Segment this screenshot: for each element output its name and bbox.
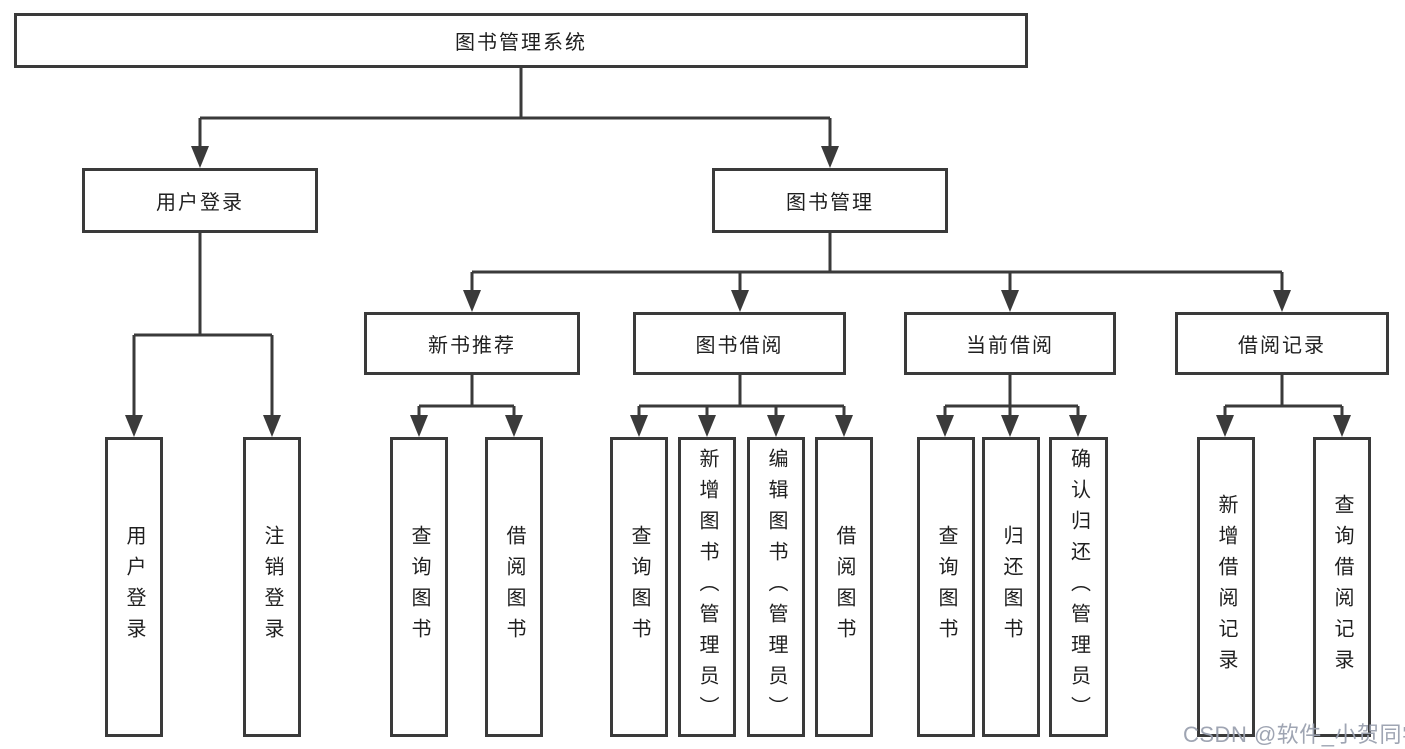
connector-newbookrec-children: [417, 375, 516, 419]
node-leaf-confirm-return-admin: 确认归还（管理员）: [1049, 437, 1108, 737]
node-label: 新书推荐: [428, 335, 516, 357]
node-leaf-query-books-bb: 查询图书: [610, 437, 668, 737]
node-label: 查询图书: [408, 525, 430, 649]
node-current-borrowing: 当前借阅: [904, 312, 1116, 375]
arrowhead-icon: [731, 290, 749, 312]
node-label: 图书管理系统: [455, 32, 587, 54]
node-label: 当前借阅: [966, 335, 1054, 357]
node-leaf-add-borrow-record: 新增借阅记录: [1197, 437, 1255, 737]
node-book-borrowing: 图书借阅: [633, 312, 846, 375]
node-leaf-return-books: 归还图书: [982, 437, 1040, 737]
node-label: 查询图书: [628, 525, 650, 649]
csdn-watermark: CSDN @软件_小贺同学: [1183, 722, 1405, 747]
node-leaf-query-books-rec: 查询图书: [390, 437, 448, 737]
arrowhead-icon: [1273, 290, 1291, 312]
node-library-management-system: 图书管理系统: [14, 13, 1028, 68]
arrowhead-icon: [821, 146, 839, 168]
node-label: 借阅记录: [1238, 335, 1326, 357]
node-label: 图书借阅: [695, 335, 784, 357]
node-label: 图书管理: [786, 192, 874, 214]
node-leaf-logout: 注销登录: [243, 437, 301, 737]
connector-root-to-level2: [198, 68, 832, 150]
arrowhead-icon: [410, 415, 428, 437]
connector-userlogin-children: [132, 233, 274, 419]
arrowhead-icon: [698, 415, 716, 437]
arrowhead-icon: [1333, 415, 1351, 437]
node-leaf-borrow-books-rec: 借阅图书: [485, 437, 543, 737]
node-label: 确认归还（管理员）: [1067, 447, 1090, 727]
arrowhead-icon: [767, 415, 785, 437]
node-leaf-edit-books-admin: 编辑图书（管理员）: [747, 437, 805, 737]
arrowhead-icon: [191, 146, 209, 168]
connector-bookborrow-children: [637, 375, 846, 419]
arrowhead-icon: [263, 415, 281, 437]
arrowhead-icon: [1001, 415, 1019, 437]
node-label: 查询借阅记录: [1331, 494, 1353, 680]
node-leaf-query-books-cb: 查询图书: [917, 437, 975, 737]
node-label: 查询图书: [935, 525, 957, 649]
node-leaf-query-borrow-record: 查询借阅记录: [1313, 437, 1371, 737]
node-new-book-recommendation: 新书推荐: [364, 312, 580, 375]
arrowhead-icon: [1216, 415, 1234, 437]
node-borrowing-records: 借阅记录: [1175, 312, 1389, 375]
connector-borrowrecords-children: [1223, 375, 1344, 419]
arrowhead-icon: [630, 415, 648, 437]
connector-currentborrow-children: [943, 375, 1080, 419]
node-label: 借阅图书: [833, 525, 855, 649]
node-label: 新增图书（管理员）: [696, 447, 718, 727]
arrowhead-icon: [1001, 290, 1019, 312]
arrowhead-icon: [835, 415, 853, 437]
node-label: 归还图书: [1000, 525, 1022, 649]
arrowhead-icon: [125, 415, 143, 437]
node-leaf-add-books-admin: 新增图书（管理员）: [678, 437, 736, 737]
arrowhead-icon: [936, 415, 954, 437]
node-leaf-borrow-books-bb: 借阅图书: [815, 437, 873, 737]
node-label: 注销登录: [261, 525, 283, 649]
arrowhead-icon: [463, 290, 481, 312]
node-label: 编辑图书（管理员）: [765, 447, 787, 727]
node-label: 借阅图书: [503, 525, 525, 649]
arrowhead-icon: [1069, 415, 1087, 437]
node-leaf-user-login: 用户登录: [105, 437, 163, 737]
connector-bookmgmt-to-level3: [470, 233, 1284, 294]
arrowhead-icon: [505, 415, 523, 437]
node-book-management: 图书管理: [712, 168, 948, 233]
node-label: 用户登录: [123, 525, 145, 649]
node-user-login: 用户登录: [82, 168, 318, 233]
node-label: 用户登录: [156, 192, 244, 214]
node-label: 新增借阅记录: [1215, 494, 1237, 680]
